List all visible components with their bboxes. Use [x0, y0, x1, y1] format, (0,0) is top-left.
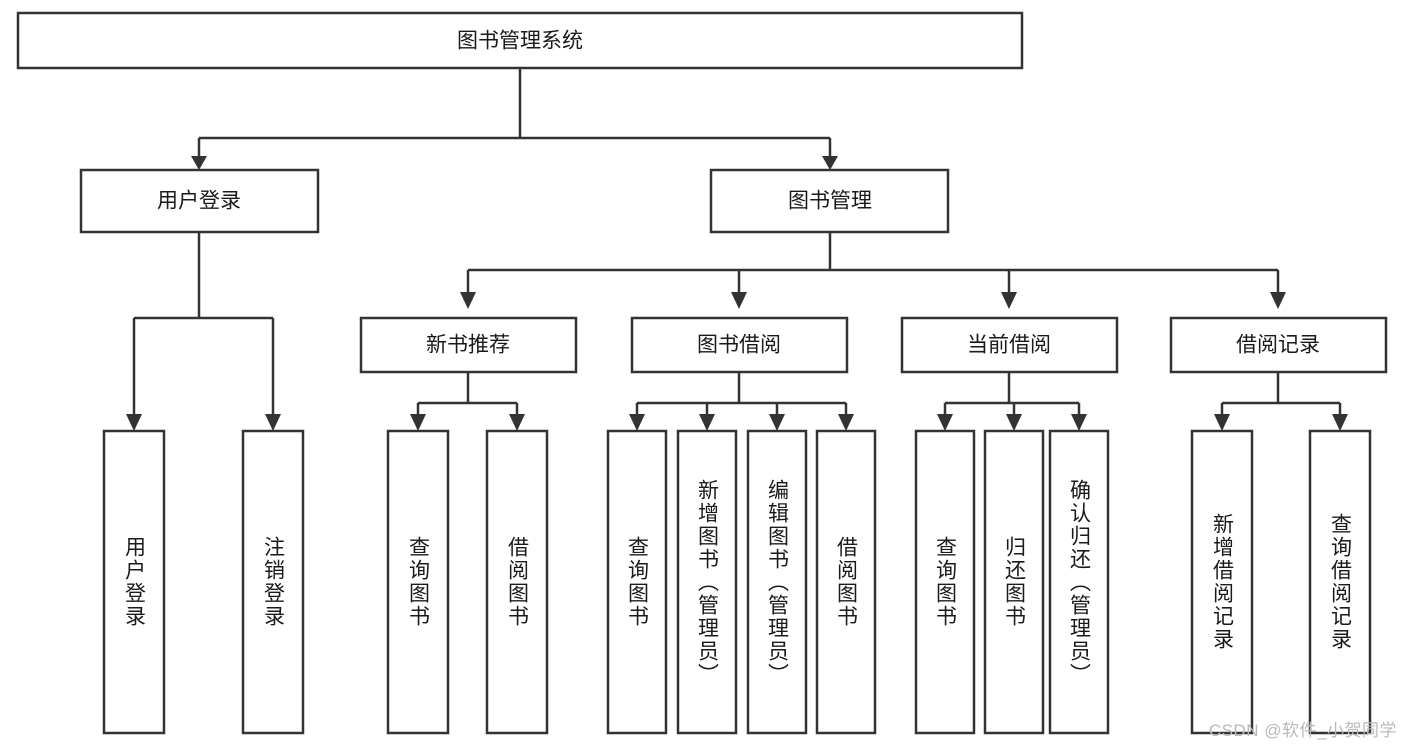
node-current-borrow[interactable]: [900, 316, 1119, 374]
arrow-user-login-leaf-1: [126, 414, 142, 431]
arrow-book-borrow-leaf-3: [769, 414, 785, 431]
arrow-to-book-manage: [822, 156, 838, 170]
node-root-system[interactable]: [16, 11, 1024, 70]
arrow-current-borrow-leaf-3: [1071, 414, 1087, 431]
arrow-current-borrow-leaf-1: [937, 414, 953, 431]
leaf-box-current-borrow-2[interactable]: [983, 429, 1045, 735]
node-book-borrow-label: 图书借阅: [697, 334, 781, 357]
arrow-user-login-leaf-2: [265, 414, 281, 431]
arrow-book-borrow-leaf-4: [838, 414, 854, 431]
node-current-borrow-label: 当前借阅: [967, 334, 1051, 357]
arrow-to-current-borrow: [1001, 292, 1017, 309]
node-borrow-record[interactable]: [1169, 316, 1388, 374]
arrow-new-book-leaf-2: [509, 414, 525, 431]
leaf-box-user-login-1[interactable]: [102, 429, 166, 735]
arrow-to-new-book: [460, 292, 476, 309]
arrow-book-borrow-leaf-1: [629, 414, 645, 431]
arrow-borrow-record-leaf-2: [1332, 414, 1348, 431]
arrow-current-borrow-leaf-2: [1006, 414, 1022, 431]
leaf-box-new-book-1[interactable]: [386, 429, 450, 735]
node-book-manage-label: 图书管理: [788, 190, 872, 213]
node-book-manage[interactable]: [709, 168, 950, 234]
leaf-box-book-borrow-1[interactable]: [606, 429, 668, 735]
node-user-login[interactable]: [79, 168, 320, 234]
arrow-new-book-leaf-1: [410, 414, 426, 431]
leaf-box-user-login-2[interactable]: [241, 429, 305, 735]
leaf-box-borrow-record-2[interactable]: [1308, 429, 1372, 735]
node-new-book-recommend-label: 新书推荐: [426, 334, 510, 357]
csdn-watermark: CSDN @软件_小贺同学: [1208, 721, 1397, 740]
node-book-borrow[interactable]: [630, 316, 849, 374]
arrow-to-user-login: [191, 156, 207, 170]
node-borrow-record-label: 借阅记录: [1236, 334, 1320, 357]
node-root-system-label: 图书管理系统: [457, 30, 583, 53]
leaf-box-current-borrow-1[interactable]: [914, 429, 976, 735]
node-new-book-recommend[interactable]: [359, 316, 578, 374]
leaf-box-borrow-record-1[interactable]: [1190, 429, 1254, 735]
leaf-box-book-borrow-4[interactable]: [815, 429, 877, 735]
arrow-to-borrow-record: [1270, 292, 1286, 309]
leaf-box-book-borrow-2[interactable]: [676, 429, 738, 735]
arrow-book-borrow-leaf-2: [699, 414, 715, 431]
leaf-box-new-book-2[interactable]: [485, 429, 549, 735]
connector-group: [126, 68, 1348, 431]
leaf-box-current-borrow-3[interactable]: [1048, 429, 1110, 735]
arrow-to-book-borrow: [731, 292, 747, 309]
leaf-box-book-borrow-3[interactable]: [746, 429, 808, 735]
arrow-borrow-record-leaf-1: [1214, 414, 1230, 431]
node-user-login-label: 用户登录: [157, 190, 241, 213]
